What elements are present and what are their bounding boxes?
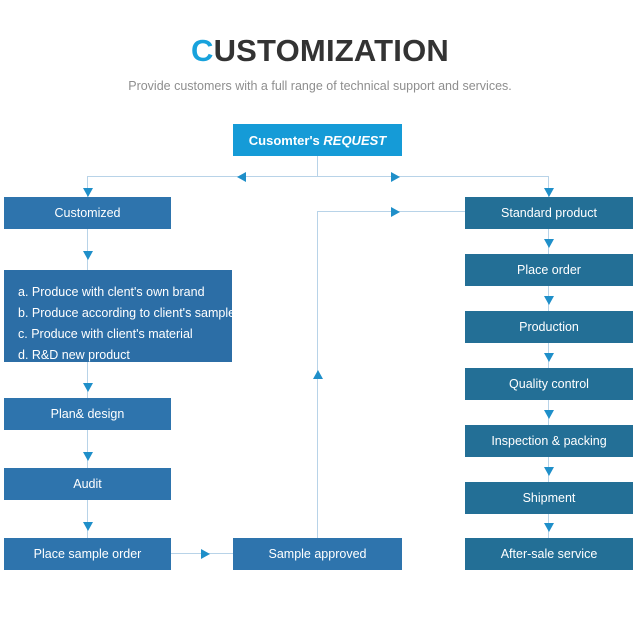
list-item: d. R&D new product — [18, 348, 130, 362]
node-standard-product[interactable]: Standard product — [465, 197, 633, 229]
connector-plan-design-arrow — [83, 383, 93, 392]
node-customer-request-label: Cusomter's REQUEST — [249, 133, 386, 148]
connector-root-stem — [317, 156, 319, 177]
connector-audit-arrow — [83, 452, 93, 461]
node-after-sale-service-label: After-sale service — [500, 546, 598, 561]
connector-distribution-bar — [87, 176, 549, 178]
node-customized[interactable]: Customized — [4, 197, 171, 229]
node-production-label: Production — [519, 319, 579, 334]
node-sample-approved[interactable]: Sample approved — [233, 538, 402, 570]
connector-distribution-arrow-left — [237, 172, 246, 182]
node-customer-request-bold: Cusomter's — [248, 132, 320, 148]
connector-bar-to-customized — [87, 176, 89, 197]
node-place-sample-order-label: Place sample order — [33, 546, 142, 561]
connector-after-sale-service-arrow — [544, 523, 554, 532]
list-item: c. Produce with client's material — [18, 327, 193, 341]
list-item: b. Produce according to client's sample — [18, 306, 236, 320]
node-audit[interactable]: Audit — [4, 468, 171, 500]
connector-sample-approved-riser-arrow — [313, 370, 323, 379]
connector-bar-to-standard-product — [548, 176, 550, 197]
connector-options-arrow — [83, 251, 93, 260]
node-plan-design-label: Plan& design — [50, 406, 125, 421]
connector-sample-approved-arrow — [201, 549, 210, 559]
page-title: CUSTOMIZATION — [0, 30, 640, 72]
node-quality-control[interactable]: Quality control — [465, 368, 633, 400]
page-title-accent-letter: C — [190, 33, 214, 68]
connector-shipment-arrow — [544, 467, 554, 476]
connector-riser-to-standard-product — [317, 211, 549, 213]
page-title-rest: USTOMIZATION — [213, 33, 450, 68]
node-customer-request[interactable]: Cusomter's REQUEST — [233, 124, 402, 156]
node-customer-request-italic: REQUEST — [323, 132, 387, 148]
node-customized-label: Customized — [54, 205, 121, 220]
node-inspection-packing[interactable]: Inspection & packing — [465, 425, 633, 457]
node-production[interactable]: Production — [465, 311, 633, 343]
node-place-order[interactable]: Place order — [465, 254, 633, 286]
node-plan-design[interactable]: Plan& design — [4, 398, 171, 430]
page-header: CUSTOMIZATION Provide customers with a f… — [0, 30, 640, 96]
connector-distribution-arrow-right — [391, 172, 400, 182]
connector-plan-design-to-audit — [87, 430, 89, 468]
page-subtitle: Provide customers with a full range of t… — [128, 79, 512, 93]
connector-standard-product-arrow — [544, 188, 554, 197]
connector-customized-to-options — [87, 229, 89, 270]
node-place-sample-order[interactable]: Place sample order — [4, 538, 171, 570]
node-sample-approved-label: Sample approved — [268, 546, 367, 561]
node-shipment[interactable]: Shipment — [465, 482, 633, 514]
connector-customized-arrow — [83, 188, 93, 197]
connector-production-arrow — [544, 296, 554, 305]
node-standard-product-label: Standard product — [501, 205, 597, 220]
node-place-order-label: Place order — [517, 262, 581, 277]
connector-options-to-plan-design — [87, 362, 89, 398]
node-inspection-packing-label: Inspection & packing — [491, 433, 607, 448]
connector-inspection-packing-arrow — [544, 410, 554, 419]
connector-quality-control-arrow — [544, 353, 554, 362]
connector-place-order-arrow — [544, 239, 554, 248]
node-customization-options[interactable]: a. Produce with clent's own brand b. Pro… — [4, 270, 236, 362]
connector-riser-to-standard-product-arrow — [391, 207, 400, 217]
node-quality-control-label: Quality control — [509, 376, 589, 391]
node-audit-label: Audit — [73, 476, 102, 491]
node-shipment-label: Shipment — [522, 490, 576, 505]
list-item: a. Produce with clent's own brand — [18, 285, 205, 299]
connector-audit-to-place-sample-order — [87, 500, 89, 538]
node-after-sale-service[interactable]: After-sale service — [465, 538, 633, 570]
connector-place-sample-order-arrow — [83, 522, 93, 531]
